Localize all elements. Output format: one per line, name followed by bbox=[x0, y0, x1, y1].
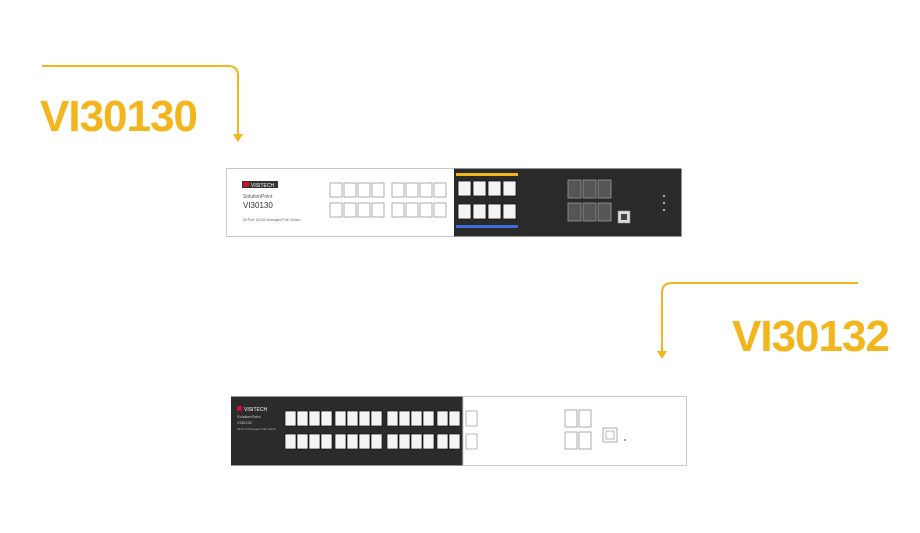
model-label-top: VI30130 bbox=[40, 92, 198, 141]
brand-logo-text: VISITECH bbox=[244, 407, 267, 413]
switch-vi30132: VISITECH SolutionPoint VI30132 28 Port M… bbox=[231, 396, 687, 466]
description-text: 28 Port Managed PoE Switch bbox=[237, 427, 277, 431]
sfp-ports bbox=[567, 179, 612, 222]
port-group-dark bbox=[456, 173, 518, 228]
model-text: VI30132 bbox=[237, 420, 253, 425]
description-text: 26 Port 10/100 Managed PoE Switch bbox=[243, 218, 300, 222]
connector-bottom bbox=[657, 282, 858, 359]
switch-vi30130: VISITECH SolutionPoint VI30130 26 Port 1… bbox=[226, 168, 682, 237]
arrow-down-icon bbox=[657, 351, 667, 359]
brand-logo-text: VISITECH bbox=[251, 183, 274, 189]
model-label-bottom: VI30132 bbox=[732, 312, 890, 361]
series-text: SolutionPoint bbox=[237, 414, 261, 419]
port-group-light-1 bbox=[329, 182, 385, 218]
port-group-light bbox=[465, 410, 478, 450]
arrow-down-icon bbox=[233, 134, 243, 142]
status-leds bbox=[662, 194, 666, 212]
connector-top bbox=[42, 65, 243, 142]
console-port bbox=[602, 427, 626, 443]
model-text: VI30130 bbox=[243, 201, 273, 210]
console-port bbox=[617, 210, 631, 224]
series-text: SolutionPoint bbox=[243, 194, 273, 200]
sfp-ports bbox=[564, 409, 592, 450]
port-groups-dark bbox=[284, 410, 461, 450]
port-group-light-2 bbox=[391, 182, 447, 218]
